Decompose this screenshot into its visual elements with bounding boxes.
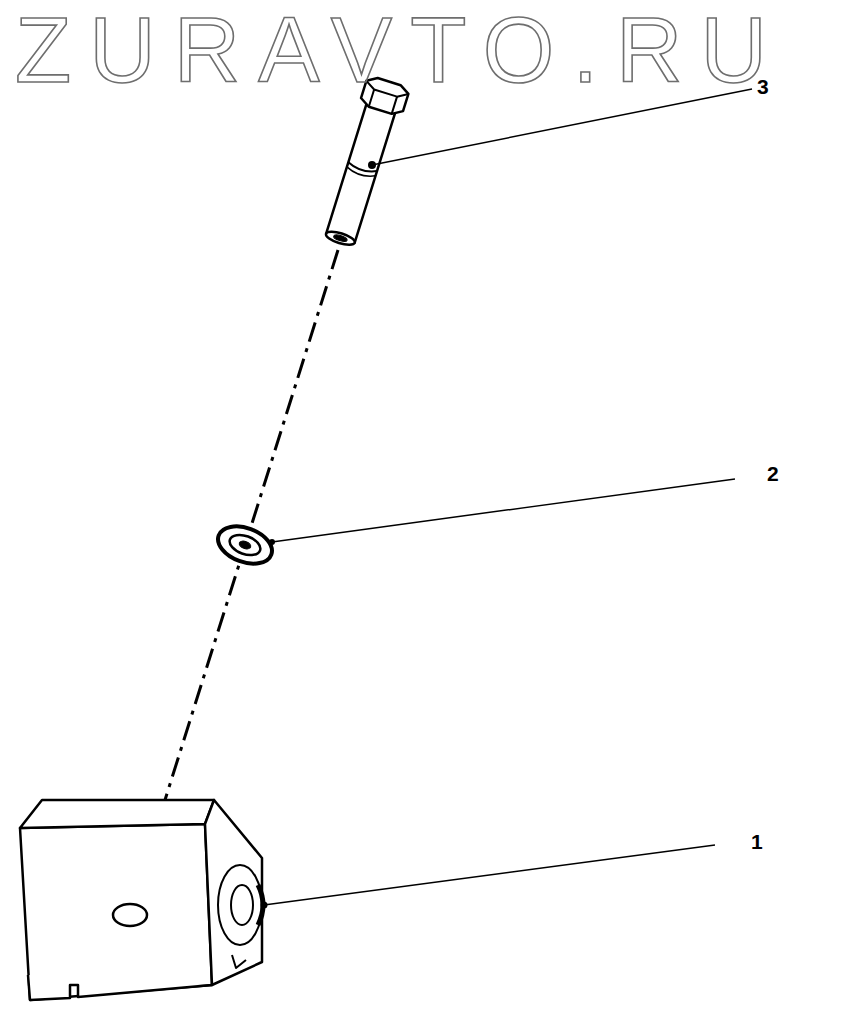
watermark: ZURAVTO.RU bbox=[15, 4, 785, 96]
housing-block bbox=[20, 800, 263, 1000]
callout-number: 3 bbox=[757, 76, 769, 97]
center-line bbox=[165, 250, 338, 800]
washer bbox=[213, 519, 277, 570]
bolt bbox=[318, 75, 410, 249]
callout-number: 2 bbox=[767, 463, 779, 484]
callout-number: 1 bbox=[751, 831, 763, 852]
leader-lines bbox=[264, 89, 752, 905]
